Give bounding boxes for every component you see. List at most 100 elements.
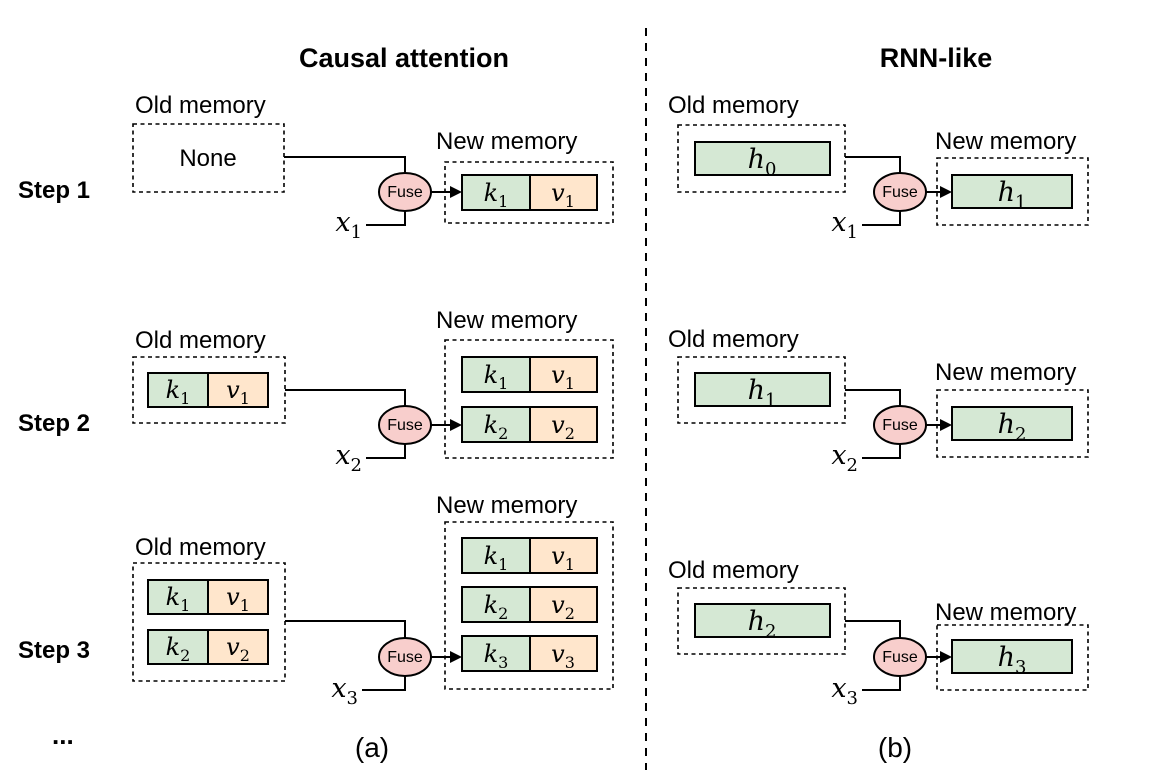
- new-memory-box: [936, 157, 1089, 226]
- state-cell: [694, 372, 831, 407]
- old-to-fuse-connector: [845, 389, 901, 406]
- new-memory-box: [444, 161, 614, 224]
- fuse-label: Fuse: [387, 649, 423, 666]
- state-cell: [951, 174, 1073, 209]
- left-step-2: Step 2 Old memory k1 v1 x2 Fuse New memo…: [18, 307, 614, 476]
- new-memory-box: [936, 624, 1089, 691]
- fuse-label: Fuse: [882, 184, 918, 201]
- old-memory-label: Old memory: [135, 327, 266, 354]
- state-label: h2: [748, 606, 777, 642]
- old-memory-box: [132, 356, 286, 424]
- new-memory-box: [936, 389, 1089, 458]
- value-cell: [529, 174, 598, 211]
- key-label: k2: [484, 591, 509, 623]
- key-label: k1: [166, 583, 191, 615]
- value-cell: [207, 579, 269, 615]
- old-to-fuse-connector: [845, 156, 901, 173]
- arrowhead-icon: [940, 419, 952, 431]
- old-memory-label: Old memory: [135, 534, 266, 561]
- key-label: k1: [166, 376, 191, 408]
- state-cell: [694, 141, 831, 176]
- header: Causal attention RNN-like: [299, 28, 992, 770]
- new-memory-box: [444, 339, 614, 459]
- left-panel-caption: (a): [355, 732, 389, 763]
- new-memory-label: New memory: [935, 599, 1076, 626]
- new-memory-label: New memory: [935, 128, 1076, 155]
- value-cell: [529, 635, 598, 672]
- left-step-1: Step 1 Old memory None x1 Fuse New memor…: [18, 92, 614, 243]
- right-step-1: Old memory h0 x1 Fuse New memory h1: [668, 92, 1089, 243]
- input-label: x2: [831, 440, 858, 476]
- fuse-label: Fuse: [387, 417, 423, 434]
- arrowhead-icon: [940, 651, 952, 663]
- input-to-fuse-connector: [862, 676, 901, 691]
- key-label: k2: [484, 411, 509, 443]
- state-label: h1: [998, 177, 1027, 213]
- none-label: None: [179, 145, 236, 172]
- step-label: Step 3: [18, 637, 90, 664]
- value-label: v2: [226, 633, 250, 665]
- arrowhead-icon: [940, 186, 952, 198]
- input-label: x1: [831, 207, 858, 243]
- value-cell: [529, 356, 598, 393]
- input-to-fuse-connector: [366, 211, 406, 226]
- value-label: v1: [551, 179, 575, 211]
- input-label: x1: [335, 207, 362, 243]
- old-to-fuse-connector: [285, 620, 406, 638]
- new-memory-label: New memory: [436, 492, 577, 519]
- input-label: x3: [831, 673, 858, 709]
- value-cell: [207, 372, 269, 408]
- left-panel: Step 1 Old memory None x1 Fuse New memor…: [18, 92, 614, 763]
- state-cell: [951, 639, 1073, 674]
- old-memory-label: Old memory: [668, 557, 799, 584]
- new-memory-box: [444, 521, 614, 690]
- right-step-2: Old memory h1 x2 Fuse New memory h2: [668, 326, 1089, 476]
- key-cell: [147, 629, 209, 665]
- old-memory-label: Old memory: [135, 92, 266, 119]
- new-memory-label: New memory: [935, 359, 1076, 386]
- right-panel-title: RNN-like: [880, 43, 993, 73]
- value-label: v2: [551, 591, 575, 623]
- new-memory-label: New memory: [436, 307, 577, 334]
- fuse-label: Fuse: [387, 184, 423, 201]
- value-label: v1: [551, 361, 575, 393]
- old-to-fuse-connector: [285, 389, 406, 406]
- key-label: k1: [484, 361, 509, 393]
- arrowhead-icon: [450, 186, 462, 198]
- value-label: v3: [551, 640, 575, 672]
- key-label: k1: [484, 179, 509, 211]
- old-memory-box: [677, 356, 846, 424]
- left-panel-title: Causal attention: [299, 43, 509, 73]
- input-to-fuse-connector: [362, 676, 406, 691]
- key-label: k3: [484, 640, 509, 672]
- old-memory-box: [677, 587, 846, 655]
- key-cell: [147, 372, 209, 408]
- value-cell: [529, 586, 598, 623]
- more-steps-ellipsis: ...: [52, 720, 74, 750]
- old-to-fuse-connector: [284, 156, 406, 173]
- state-label: h3: [998, 642, 1027, 678]
- arrowhead-icon: [450, 419, 462, 431]
- value-label: v1: [226, 583, 250, 615]
- key-cell: [461, 586, 531, 623]
- right-panel: Old memory h0 x1 Fuse New memory h1 Old …: [668, 92, 1089, 763]
- left-step-3: Step 3 Old memory k1 v1 k2 v2 x3 Fuse Ne…: [18, 492, 614, 709]
- value-cell: [529, 537, 598, 574]
- key-label: k2: [166, 633, 191, 665]
- old-memory-label: Old memory: [668, 92, 799, 119]
- key-cell: [461, 406, 531, 443]
- old-memory-label: Old memory: [668, 326, 799, 353]
- state-label: h0: [748, 144, 777, 180]
- old-to-fuse-connector: [845, 620, 901, 638]
- key-label: k1: [484, 542, 509, 574]
- key-cell: [461, 174, 531, 211]
- input-to-fuse-connector: [862, 444, 901, 459]
- state-cell: [951, 406, 1073, 441]
- state-cell: [694, 603, 831, 638]
- step-label: Step 2: [18, 410, 90, 437]
- fuse-label: Fuse: [882, 649, 918, 666]
- value-label: v1: [551, 542, 575, 574]
- key-cell: [461, 356, 531, 393]
- input-label: x3: [331, 673, 358, 709]
